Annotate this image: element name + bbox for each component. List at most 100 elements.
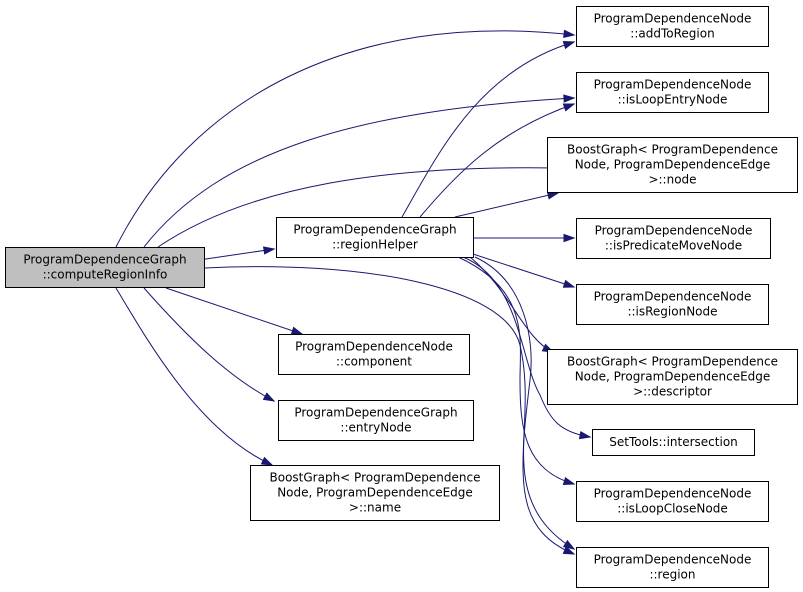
edge-regionHelper-to-region [474,256,576,550]
edge-line [401,41,575,218]
edge-computeRegionInfo-to-isLoopEntryNode [143,94,576,248]
nodes-layer: ProgramDependenceGraph::computeRegionInf… [5,6,798,588]
node-box [278,400,474,441]
node-region[interactable]: ProgramDependenceNode::region [576,547,769,588]
node-label-line: BoostGraph< ProgramDependence [567,355,778,369]
node-label-line: >::name [349,501,401,515]
node-label-line: Node, ProgramDependenceEdge [575,370,771,384]
edge-computeRegionInfo-to-component [165,287,304,335]
edge-arrowhead [262,392,276,402]
node-label-line: ProgramDependenceNode [595,224,753,238]
node-label-line: ProgramDependenceGraph [23,253,186,267]
node-label-line: BoostGraph< ProgramDependence [567,143,778,157]
node-label-line: >::descriptor [633,385,712,399]
edge-arrowhead [562,103,576,112]
edge-line [474,256,575,550]
node-box [547,137,798,193]
edge-regionHelper-to-node [454,191,560,218]
node-computeRegionInfo[interactable]: ProgramDependenceGraph::computeRegionInf… [5,247,205,288]
node-isLoopEntryNode[interactable]: ProgramDependenceNode::isLoopEntryNode [576,72,769,113]
edge-line [203,266,575,555]
edge-regionHelper-to-isRegionNode [472,253,576,288]
edge-line [157,167,559,248]
node-label-line: ::isRegionNode [627,305,717,319]
node-node[interactable]: BoostGraph< ProgramDependenceNode, Progr… [547,137,798,193]
edge-arrowhead [578,431,592,440]
edge-computeRegionInfo-to-region [203,266,576,555]
node-isLoopCloseNode[interactable]: ProgramDependenceNode::isLoopCloseNode [576,481,769,522]
edge-line [462,256,591,438]
node-entryNode[interactable]: ProgramDependenceGraph::entryNode [278,400,474,441]
node-box [576,218,771,259]
node-descriptor[interactable]: BoostGraph< ProgramDependenceNode, Progr… [547,349,798,405]
node-box [576,547,769,588]
edge-arrowhead [562,476,576,485]
edge-line [115,30,575,248]
edge-arrowhead [562,546,576,555]
node-box [576,6,769,47]
edge-line [454,192,559,218]
node-label-line: ProgramDependenceNode [594,553,752,567]
edge-line [472,253,575,288]
node-label-line: ::component [336,355,412,369]
node-label-line: ::region [649,568,695,582]
edge-line [457,256,575,485]
node-label-line: >::node [648,173,696,187]
edge-line [419,103,575,218]
edge-computeRegionInfo-to-entryNode [143,287,276,402]
node-name[interactable]: BoostGraph< ProgramDependenceNode, Progr… [250,465,500,521]
node-addToRegion[interactable]: ProgramDependenceNode::addToRegion [576,6,769,47]
edge-arrowhead [260,456,274,466]
edge-computeRegionInfo-to-regionHelper [198,246,276,261]
node-label-line: ::isLoopCloseNode [617,502,727,516]
edge-regionHelper-to-intersection [462,256,592,440]
node-box [576,284,769,325]
edge-regionHelper-to-isPredicateMoveNode [473,233,576,243]
node-label-line: BoostGraph< ProgramDependence [270,471,481,485]
node-label-line: ProgramDependenceGraph [294,406,457,420]
node-isRegionNode[interactable]: ProgramDependenceNode::isRegionNode [576,284,769,325]
node-label-line: ::isPredicateMoveNode [605,239,742,253]
node-label-line: ProgramDependenceGraph [293,223,456,237]
edge-line [115,287,273,466]
node-box [276,217,474,258]
node-label-line: Node, ProgramDependenceEdge [277,486,473,500]
edge-arrowhead [562,279,576,288]
edge-arrowhead [562,539,576,550]
node-label-line: ProgramDependenceNode [594,78,752,92]
edge-arrowhead [263,246,276,255]
node-box [278,334,470,375]
edge-regionHelper-to-isLoopCloseNode [457,256,576,485]
node-box [576,72,769,113]
node-label-line: ::regionHelper [332,238,418,252]
node-label-line: ProgramDependenceNode [594,12,752,26]
edge-arrowhead [563,233,576,243]
edge-line [198,248,275,261]
edge-computeRegionInfo-to-addToRegion [115,29,576,248]
node-intersection[interactable]: SetTools::intersection [592,429,755,456]
node-box [576,481,769,522]
edge-arrowhead [563,29,576,39]
node-regionHelper[interactable]: ProgramDependenceGraph::regionHelper [276,217,474,258]
node-label-line: ProgramDependenceNode [594,487,752,501]
edge-computeRegionInfo-to-name [115,287,274,466]
node-label-line: ::addToRegion [630,27,714,41]
node-box [5,247,205,288]
edge-line [143,97,575,248]
edge-regionHelper-to-addToRegion [401,41,576,218]
node-label-line: ::entryNode [340,421,411,435]
node-label-line: Node, ProgramDependenceEdge [575,158,771,172]
edge-arrowhead [563,94,576,103]
edge-arrowhead [290,326,304,335]
node-label-line: ProgramDependenceNode [295,340,453,354]
node-box [547,349,798,405]
node-label-line: ProgramDependenceNode [594,290,752,304]
node-isPredicateMoveNode[interactable]: ProgramDependenceNode::isPredicateMoveNo… [576,218,771,259]
edge-line [165,287,303,335]
node-box [592,429,755,456]
edge-regionHelper-to-isLoopEntryNode [419,103,576,218]
edge-line [143,287,275,402]
edge-arrowhead [562,41,576,50]
node-component[interactable]: ProgramDependenceNode::component [278,334,470,375]
